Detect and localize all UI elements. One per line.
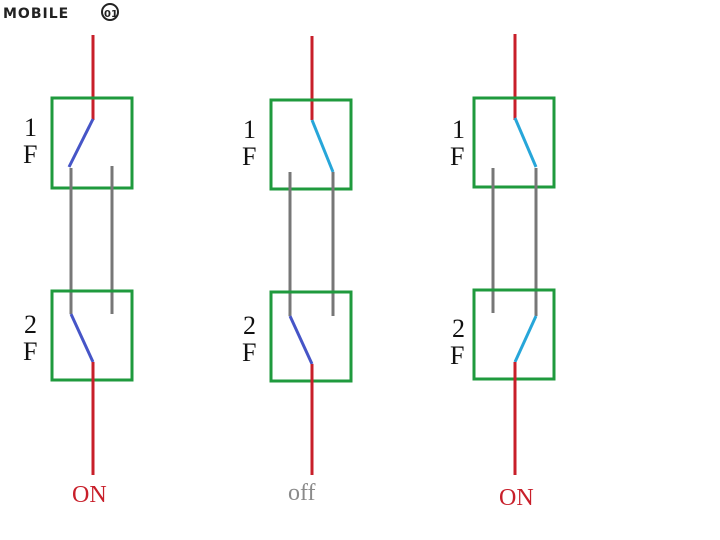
switch-box-1f [472,96,556,189]
floor-1-unit: F [23,140,37,169]
switch-lever-1f [67,118,95,168]
switch-lever-1f [310,119,335,173]
circuit-state-label: ON [72,482,107,508]
floor-1-number: 1 [243,115,256,144]
switch-lever-2f [69,313,95,363]
circuit-1: 1 F 2 F ON [23,35,134,508]
floor-2-unit: F [23,337,37,366]
logo-ring-icon [101,3,119,21]
watermark-text: MOBILE [3,6,69,22]
switch-lever-2f [513,315,538,363]
watermark-suffix: 01 [104,9,118,20]
floor-2-unit: F [450,341,464,370]
circuit-3: 1 F 2 F ON [450,34,556,511]
floor-2-number: 2 [243,311,256,340]
circuit-2: 1 F 2 F off [242,36,353,506]
circuit-state-label: off [288,480,316,506]
watermark-logo: MOBILE 01 [3,3,119,22]
switch-box-1f [50,96,134,190]
switch-box-1f [269,98,353,191]
switch-lever-2f [288,315,314,365]
circuit-state-label: ON [499,485,534,511]
floor-1-number: 1 [452,115,465,144]
floor-1-number: 1 [24,113,37,142]
floor-2-number: 2 [452,314,465,343]
switch-lever-1f [513,117,538,168]
floor-2-number: 2 [24,310,37,339]
floor-1-unit: F [242,142,256,171]
floor-2-unit: F [242,338,256,367]
floor-1-unit: F [450,142,464,171]
